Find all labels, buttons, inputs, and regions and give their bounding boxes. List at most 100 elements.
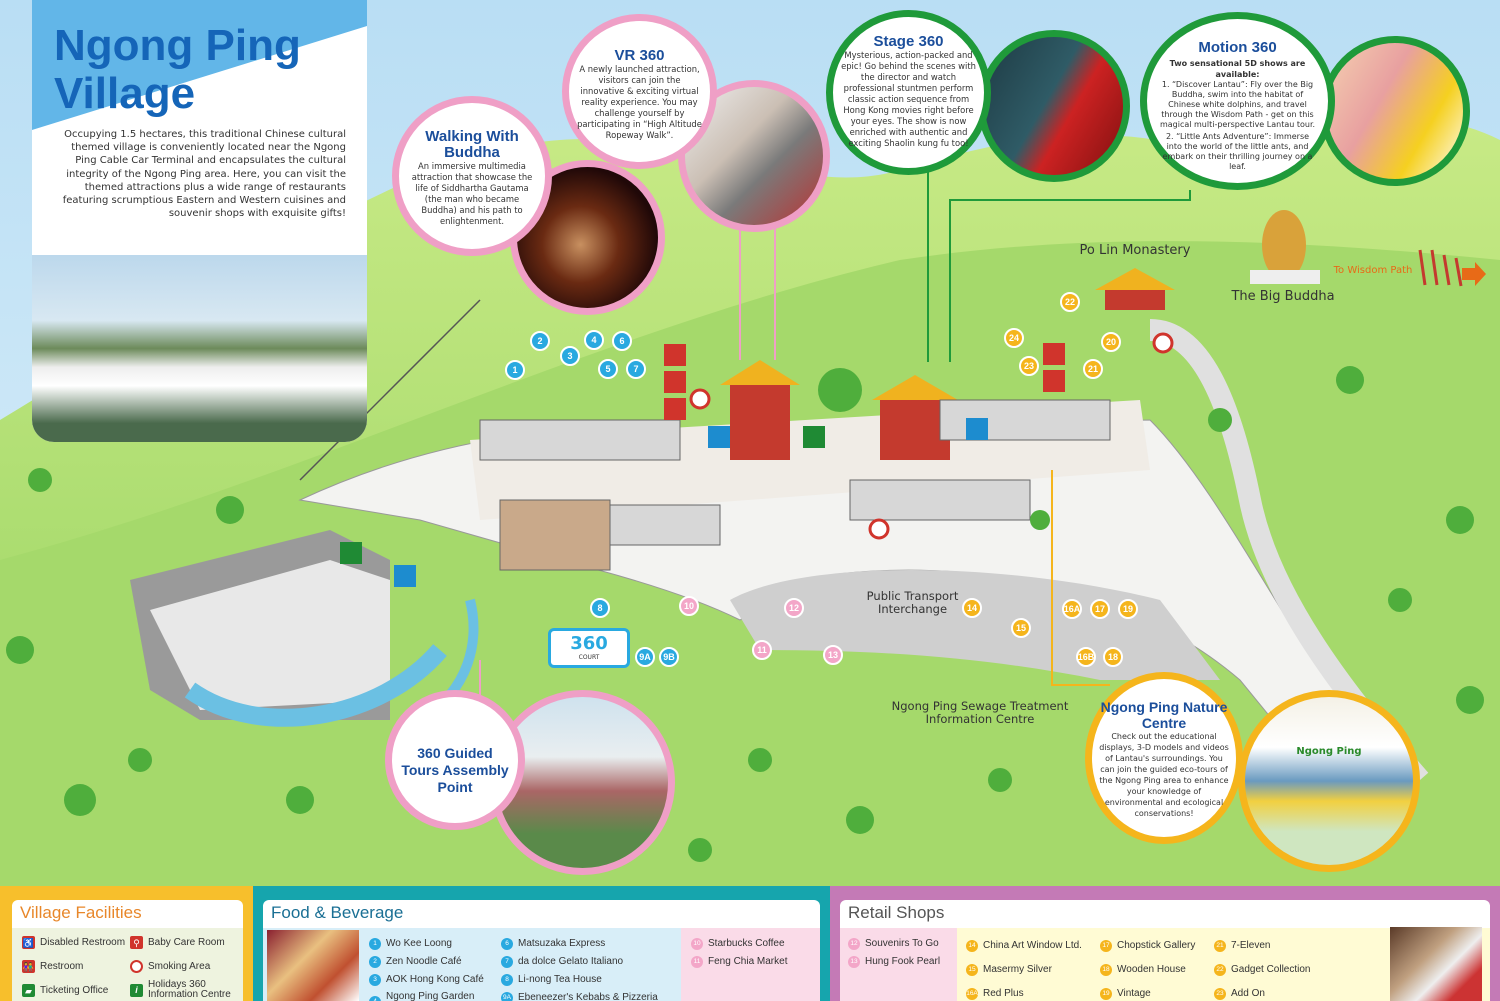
- legend-item-label: Vintage: [1117, 988, 1151, 999]
- legend-title: Retail Shops: [848, 903, 945, 922]
- legend-item[interactable]: 14 China Art Window Ltd.: [966, 940, 1082, 952]
- map-marker-20[interactable]: 20: [1101, 332, 1121, 352]
- number-badge: 12: [848, 938, 860, 950]
- number-badge: 3: [369, 974, 381, 986]
- legend-item: Baby Care Room: [148, 936, 225, 948]
- map-marker-9a[interactable]: 9A: [635, 647, 655, 667]
- map-marker-16b[interactable]: 16B: [1076, 647, 1096, 667]
- legend-item[interactable]: 4Ngong Ping Garden Restaurant: [369, 992, 486, 1001]
- map-marker-6[interactable]: 6: [612, 331, 632, 351]
- callout-intro: Two sensational 5D shows are available:: [1169, 59, 1306, 79]
- legend-item-label: Li-nong Tea House: [518, 974, 602, 985]
- map-marker-5[interactable]: 5: [598, 359, 618, 379]
- map-marker-10[interactable]: 10: [679, 596, 699, 616]
- legend-item-label: 7-Eleven: [1231, 940, 1271, 951]
- vr-360-callout[interactable]: VR 360 A newly launched attraction, visi…: [562, 14, 717, 169]
- map-marker-1[interactable]: 1: [505, 360, 525, 380]
- map-marker-14[interactable]: 14: [962, 598, 982, 618]
- map-marker-8[interactable]: 8: [590, 598, 610, 618]
- legend-item-label: China Art Window Ltd.: [983, 940, 1082, 951]
- callout-title: Walking With Buddha: [425, 128, 519, 161]
- wheelchair-icon: ♿: [22, 936, 35, 949]
- guided-tours-callout[interactable]: 360 Guided Tours Assembly Point: [385, 690, 525, 830]
- map-marker-12[interactable]: 12: [784, 598, 804, 618]
- map-marker-17[interactable]: 17: [1090, 599, 1110, 619]
- number-badge: 15: [966, 964, 978, 976]
- map-marker-22[interactable]: 22: [1060, 292, 1080, 312]
- number-badge: 14: [966, 940, 978, 952]
- number-badge: 17: [1100, 940, 1112, 952]
- legend-item-label: AOK Hong Kong Café: [386, 974, 484, 985]
- map-marker-4[interactable]: 4: [584, 330, 604, 350]
- map-marker-15[interactable]: 15: [1011, 618, 1031, 638]
- public-transport-label: Public Transport Interchange: [866, 589, 959, 616]
- map-marker-11[interactable]: 11: [752, 640, 772, 660]
- number-badge: 4: [369, 996, 381, 1001]
- nature-centre-photo: Ngong Ping: [1238, 690, 1420, 872]
- map-marker-7[interactable]: 7: [626, 359, 646, 379]
- map-marker-18[interactable]: 18: [1103, 647, 1123, 667]
- map-marker-24[interactable]: 24: [1004, 328, 1024, 348]
- number-badge: 16A: [966, 988, 978, 1000]
- legend-item[interactable]: 7 da dolce Gelato Italiano: [501, 956, 623, 968]
- stage-360-photo: [978, 30, 1130, 182]
- map-marker-9b[interactable]: 9B: [659, 647, 679, 667]
- callout-title: 360 Guided Tours Assembly Point: [401, 745, 509, 795]
- intro-text: Occupying 1.5 hectares, this traditional…: [62, 129, 346, 220]
- 360-court-sign[interactable]: 360 COURT: [548, 628, 630, 668]
- number-badge: 1: [369, 938, 381, 950]
- restroom-icon: 👫: [22, 960, 35, 973]
- callout-title: Ngong Ping Nature Centre: [1100, 699, 1228, 731]
- legend-item-label: Hung Fook Pearl: [865, 956, 941, 967]
- smoking-area-icon: [130, 960, 143, 973]
- legend-item[interactable]: 3 AOK Hong Kong Café: [369, 974, 484, 986]
- number-badge: 7: [501, 956, 513, 968]
- motion-360-callout[interactable]: Motion 360 Two sensational 5D shows are …: [1140, 12, 1335, 190]
- legend-title: Food & Beverage: [271, 903, 404, 922]
- walking-with-buddha-callout[interactable]: Walking With Buddha An immersive multime…: [392, 96, 552, 256]
- court-logo: 360: [570, 633, 608, 654]
- legend-item[interactable]: 19 Vintage: [1100, 988, 1151, 1000]
- page-title: Ngong Ping Village: [54, 21, 301, 118]
- food-photo: [267, 930, 359, 1001]
- number-badge: 19: [1100, 988, 1112, 1000]
- legend-item-label: da dolce Gelato Italiano: [518, 956, 624, 967]
- map-marker-19[interactable]: 19: [1118, 599, 1138, 619]
- callout-title: Motion 360: [1198, 39, 1277, 56]
- callout-item: 1. “Discover Lantau”: Fly over the Big B…: [1159, 80, 1316, 129]
- callout-text: An immersive multimedia attraction that …: [411, 161, 533, 226]
- map-marker-16a[interactable]: 16A: [1062, 599, 1082, 619]
- legend-item: Smoking Area: [148, 960, 211, 972]
- number-badge: 13: [848, 956, 860, 968]
- stage-360-callout[interactable]: Stage 360 Mysterious, action-packed and …: [826, 10, 991, 175]
- legend-item[interactable]: 13 Hung Fook Pearl: [848, 956, 940, 968]
- legend-item-label: Gadget Collection: [1231, 964, 1311, 975]
- map-marker-13[interactable]: 13: [823, 645, 843, 665]
- map-marker-2[interactable]: 2: [530, 331, 550, 351]
- legend-title: Village Facilities: [20, 903, 142, 922]
- wisdom-path-label[interactable]: To Wisdom Path: [1333, 265, 1413, 276]
- map-marker-3[interactable]: 3: [560, 346, 580, 366]
- nature-centre-callout[interactable]: Ngong Ping Nature Centre Check out the e…: [1085, 672, 1243, 844]
- map-marker-23[interactable]: 23: [1019, 356, 1039, 376]
- map-marker-21[interactable]: 21: [1083, 359, 1103, 379]
- legend-item-label: Feng Chia Market: [708, 956, 788, 967]
- callout-item: 2. “Little Ants Adventure”: Immerse into…: [1162, 132, 1313, 171]
